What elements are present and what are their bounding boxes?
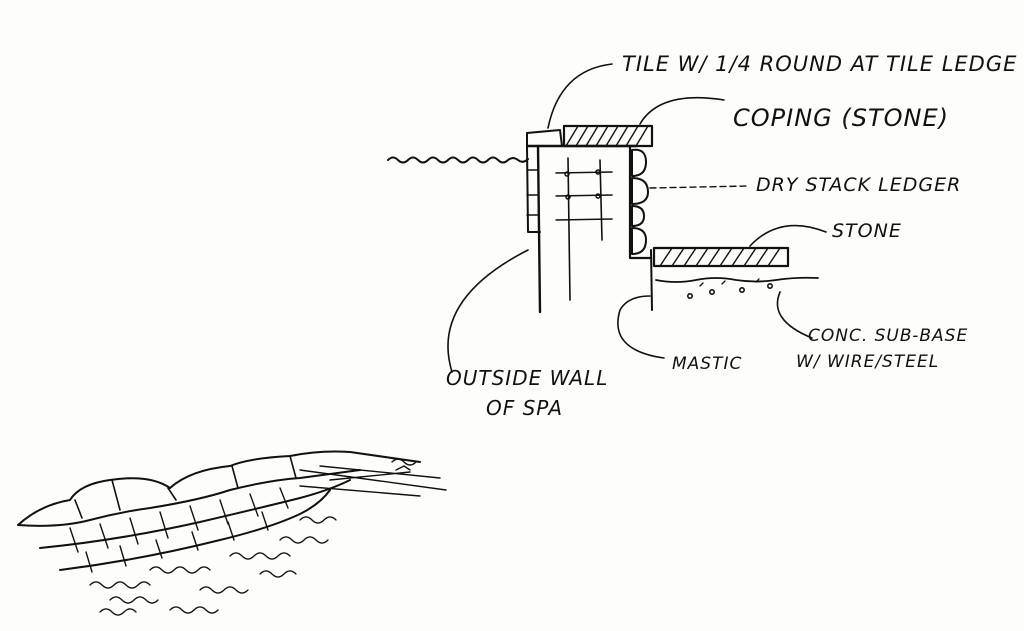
label-mastic: MASTIC [672, 354, 743, 374]
leader-stone [749, 224, 827, 247]
label-coping: COPING (STONE) [733, 104, 950, 132]
leader-dry-stack [649, 185, 749, 189]
spa-perspective-sketch [17, 450, 447, 616]
label-outside-wall: OUTSIDE WALL [446, 366, 609, 390]
leader-subbase [776, 291, 813, 339]
label-dry-stack-ledger: DRY STACK LEDGER [756, 174, 962, 196]
leader-mastic [617, 295, 665, 359]
label-of-spa: OF SPA [486, 396, 564, 420]
leader-coping [639, 96, 725, 125]
leader-tile [547, 63, 613, 129]
label-tile-quarter-round: TILE W/ 1/4 ROUND AT TILE LEDGE [622, 52, 1018, 76]
tile-quarter-round [526, 129, 563, 147]
paver-stone [652, 246, 790, 268]
coping-stone [562, 124, 654, 148]
spa-wall [526, 144, 652, 314]
water-surface-line [387, 156, 529, 164]
concrete-sub-base [650, 249, 819, 311]
leader-outside-wall [447, 249, 529, 373]
label-stone: STONE [832, 220, 902, 242]
dry-stack-ledger [631, 148, 649, 255]
label-wire-steel: W/ WIRE/STEEL [796, 352, 940, 372]
label-concrete-sub-base: CONC. SUB-BASE [808, 326, 969, 346]
